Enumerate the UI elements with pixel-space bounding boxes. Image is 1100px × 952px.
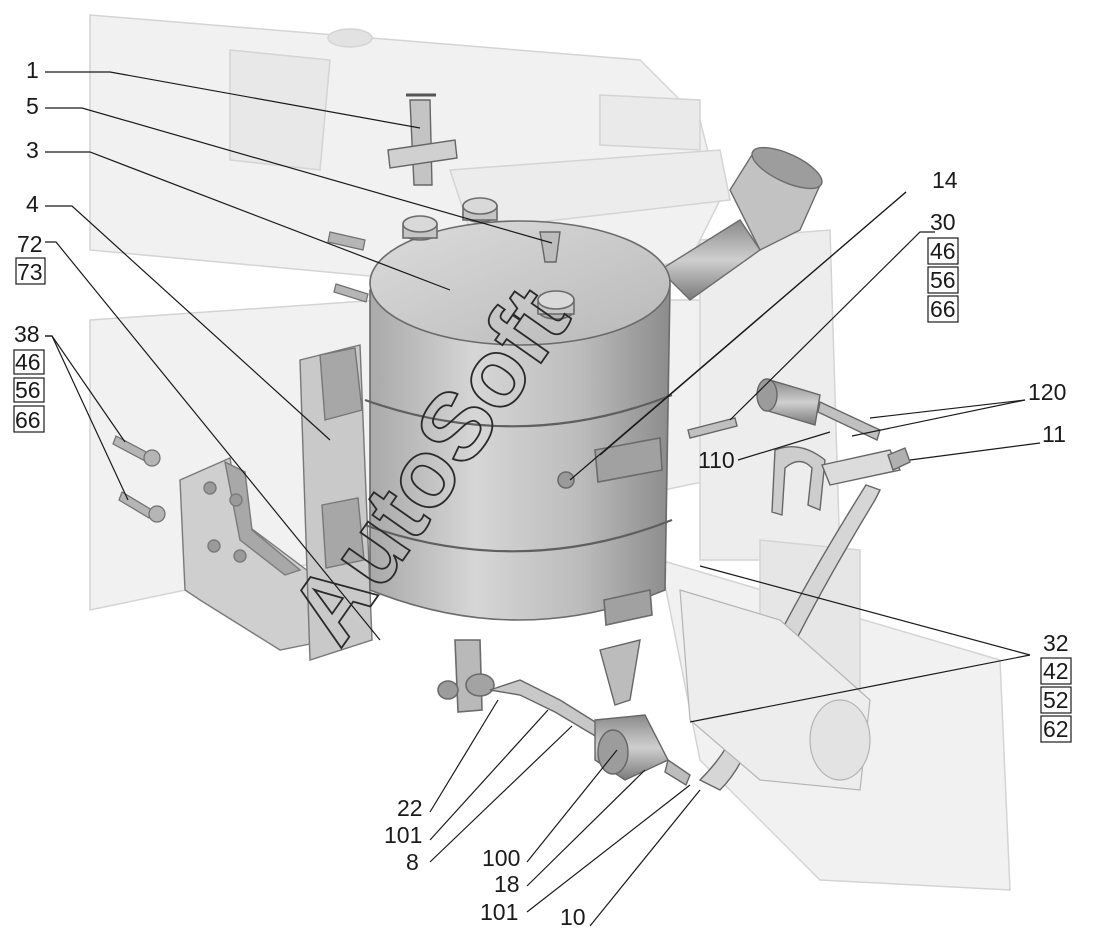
mounting-plate [299, 344, 373, 661]
callout-56-left: 56 [15, 377, 41, 403]
callout-110: 110 [698, 447, 735, 473]
callout-120: 120 [1028, 379, 1066, 405]
leader-lines [45, 71, 1041, 927]
callout-56-right: 56 [930, 267, 956, 293]
callout-11: 11 [1042, 421, 1066, 447]
callout-4: 4 [26, 191, 39, 217]
callout-46-right: 46 [930, 238, 956, 264]
callout-42: 42 [1043, 658, 1069, 684]
callout-46-left: 46 [15, 349, 41, 375]
callout-66-right: 66 [930, 296, 956, 322]
callout-8: 8 [406, 849, 419, 875]
callout-101-upper: 101 [384, 822, 422, 848]
callout-52: 52 [1043, 687, 1069, 713]
callout-101-lower: 101 [480, 899, 518, 925]
boxed-frames [13, 237, 1072, 743]
drain-valve [387, 93, 561, 263]
callout-1: 1 [26, 57, 39, 83]
callout-32: 32 [1043, 630, 1069, 656]
callout-labels: 1 5 3 4 72 73 38 46 56 66 14 30 46 56 66… [14, 57, 1069, 930]
callout-18: 18 [494, 871, 520, 897]
callout-38: 38 [14, 321, 40, 347]
callout-66-left: 66 [15, 407, 41, 433]
receiver-tank [364, 197, 673, 713]
pump-housing [679, 589, 871, 791]
callout-10: 10 [560, 904, 586, 930]
callout-72: 72 [17, 231, 43, 257]
filler-neck [658, 146, 823, 301]
callout-3: 3 [26, 137, 39, 163]
callout-100: 100 [482, 845, 520, 871]
callout-30: 30 [930, 209, 956, 235]
left-bracket [179, 456, 331, 651]
fuel-filter [489, 639, 691, 787]
callout-14: 14 [932, 167, 958, 193]
callout-22: 22 [397, 795, 423, 821]
callout-73: 73 [17, 259, 43, 285]
callout-62: 62 [1043, 716, 1069, 742]
callout-5: 5 [26, 93, 39, 119]
